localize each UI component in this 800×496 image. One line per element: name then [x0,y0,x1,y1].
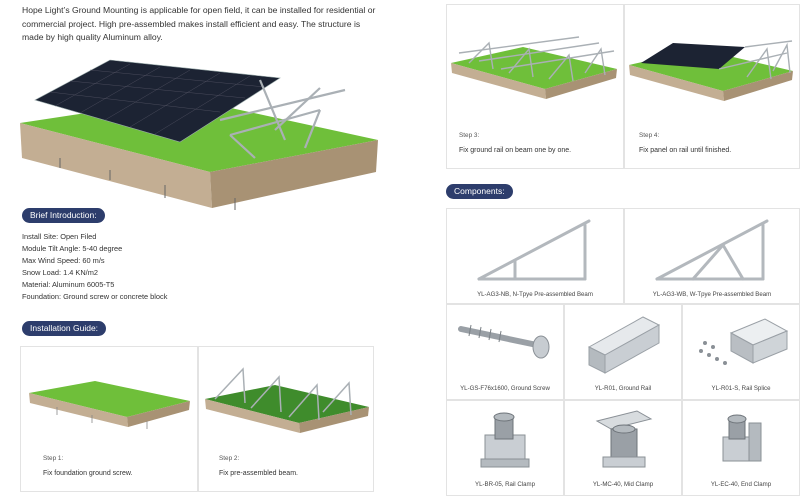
ground-rail-icon [587,316,661,374]
step-4-illustration [629,40,793,101]
component-ground-screw-card: YL-GS-F76x1600, Ground Screw [446,304,564,400]
spec-foundation: Foundation: Ground screw or concrete blo… [22,292,168,301]
components-heading: Components: [446,184,513,199]
ground-screw-icon [458,324,550,359]
component-ground-screw-caption: YL-GS-F76x1600, Ground Screw [460,385,550,392]
step-4-label: Step 4: [639,132,660,139]
component-end-clamp-card: YL-EC-40, End Clamp [682,400,800,496]
rail-splice-icon [699,318,789,365]
brief-introduction-heading: Brief Introduction: [22,208,105,223]
rail-clamp-icon [480,412,530,468]
step-2-card: Step 2: Fix pre-assembled beam. [198,346,374,492]
hero-illustration [20,59,378,210]
spec-material: Material: Aluminum 6005-T5 [22,280,115,289]
step-3-card: Step 3: Fix ground rail on beam one by o… [446,4,624,169]
step-1-illustration [29,381,190,429]
component-end-clamp-caption: YL-EC-40, End Clamp [710,481,772,488]
component-rail-splice-card: YL-R01-S, Rail Splice [682,304,800,400]
spec-install-site: Install Site: Open Filed [22,232,97,241]
intro-paragraph: Hope Light’s Ground Mounting is applicab… [22,5,376,42]
spec-snow-load: Snow Load: 1.4 KN/m2 [22,268,99,277]
step-3-label: Step 3: [459,132,480,139]
end-clamp-icon [722,414,762,462]
step-3-text: Fix ground rail on beam one by one. [459,147,572,154]
installation-guide-heading: Installation Guide: [22,321,107,336]
component-ground-rail-caption: YL-R01, Ground Rail [594,385,652,392]
step-1-label: Step 1: [43,455,64,462]
component-w-beam-card: YL-AG3-WB, W-Tpye Pre-assembled Beam [624,208,800,304]
component-mid-clamp-caption: YL-MC-40, Mid Clamp [592,481,654,488]
component-mid-clamp-card: YL-MC-40, Mid Clamp [564,400,682,496]
step-3-illustration [451,36,617,99]
step-1-text: Fix foundation ground screw. [43,470,133,477]
step-2-illustration [205,367,369,433]
component-rail-clamp-caption: YL-BR-05, Rail Clamp [475,481,535,488]
step-4-text: Fix panel on rail until finished. [639,147,732,154]
mid-clamp-icon [595,410,653,468]
component-ground-rail-card: YL-R01, Ground Rail [564,304,682,400]
n-beam-icon [477,219,591,281]
step-2-label: Step 2: [219,455,240,462]
component-rail-splice-caption: YL-R01-S, Rail Splice [711,385,771,392]
step-2-text: Fix pre-assembled beam. [219,470,298,477]
component-n-beam-card: YL-AG3-NB, N-Tpye Pre-assembled Beam [446,208,624,304]
w-beam-icon [655,219,769,281]
component-w-beam-caption: YL-AG3-WB, W-Tpye Pre-assembled Beam [652,291,772,298]
component-n-beam-caption: YL-AG3-NB, N-Tpye Pre-assembled Beam [477,291,593,298]
component-rail-clamp-card: YL-BR-05, Rail Clamp [446,400,564,496]
step-4-card: Step 4: Fix panel on rail until finished… [624,4,800,169]
spec-tilt-angle: Module Tilt Angle: 5-40 degree [22,244,123,253]
spec-wind-speed: Max Wind Speed: 60 m/s [22,256,105,265]
step-1-card: Step 1: Fix foundation ground screw. [20,346,198,492]
